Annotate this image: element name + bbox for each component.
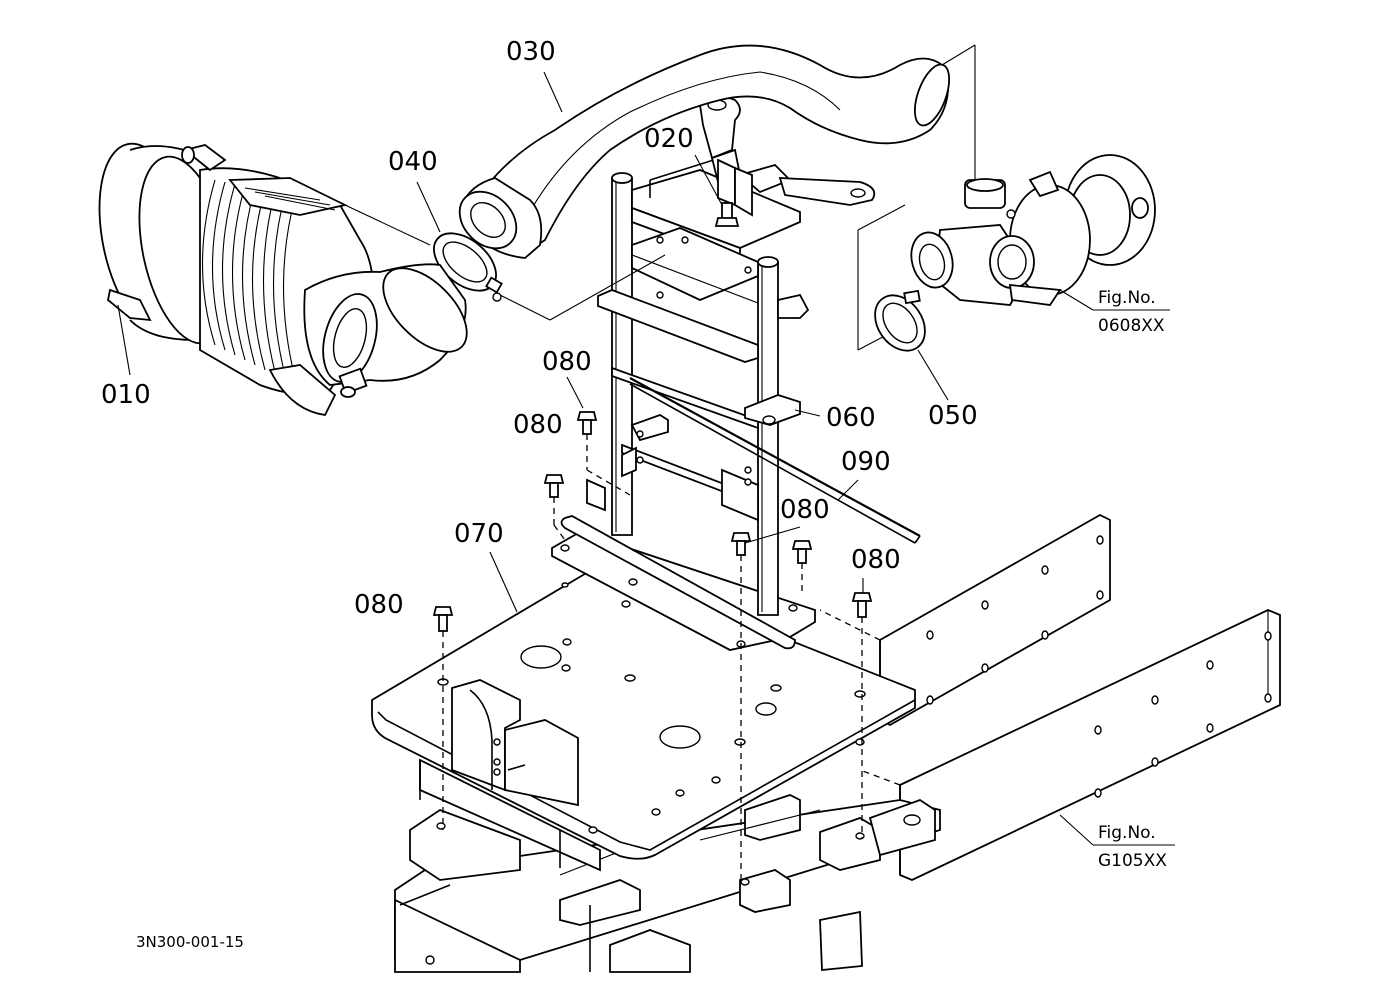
- label-080-left: 080: [513, 410, 563, 440]
- label-080-right: 080: [851, 545, 901, 575]
- label-030: 030: [506, 37, 556, 67]
- label-010: 010: [101, 380, 151, 410]
- frame-fig-title: Fig.No.: [1098, 823, 1156, 843]
- frame-fig-code: G105XX: [1098, 851, 1167, 871]
- label-080-lower-left: 080: [354, 590, 404, 620]
- part-number-labels: 030 040 020 010 080 080 060 050 090 070 …: [101, 37, 978, 620]
- drawing-number: 3N300-001-15: [136, 933, 244, 951]
- hose-030: [344, 44, 976, 351]
- label-080-upper: 080: [542, 347, 592, 377]
- strap-090: [629, 377, 921, 544]
- chassis-frame: [394, 513, 1281, 973]
- bracket-handle-020: [699, 96, 876, 227]
- rail-holes: [926, 535, 1272, 798]
- hose-clamp-050: [874, 289, 926, 352]
- air-cleaner-010: [98, 142, 468, 416]
- label-090: 090: [841, 447, 891, 477]
- bolts-080: [432, 411, 873, 885]
- stand-frame-060: [551, 157, 816, 651]
- turbo-fig-title: Fig.No.: [1098, 288, 1156, 308]
- clamp-040: [433, 232, 503, 302]
- label-020: 020: [644, 124, 694, 154]
- turbocharger-reference: [910, 154, 1156, 306]
- label-050: 050: [928, 401, 978, 431]
- label-070: 070: [454, 519, 504, 549]
- label-080-mid: 080: [780, 495, 830, 525]
- figure-references: Fig.No. 0608XX Fig.No. G105XX: [1098, 288, 1167, 871]
- filter-ribs: [201, 179, 296, 379]
- label-060: 060: [826, 403, 876, 433]
- label-040: 040: [388, 147, 438, 177]
- turbo-fig-code: 0608XX: [1098, 316, 1165, 336]
- leader-lines: [117, 71, 1175, 846]
